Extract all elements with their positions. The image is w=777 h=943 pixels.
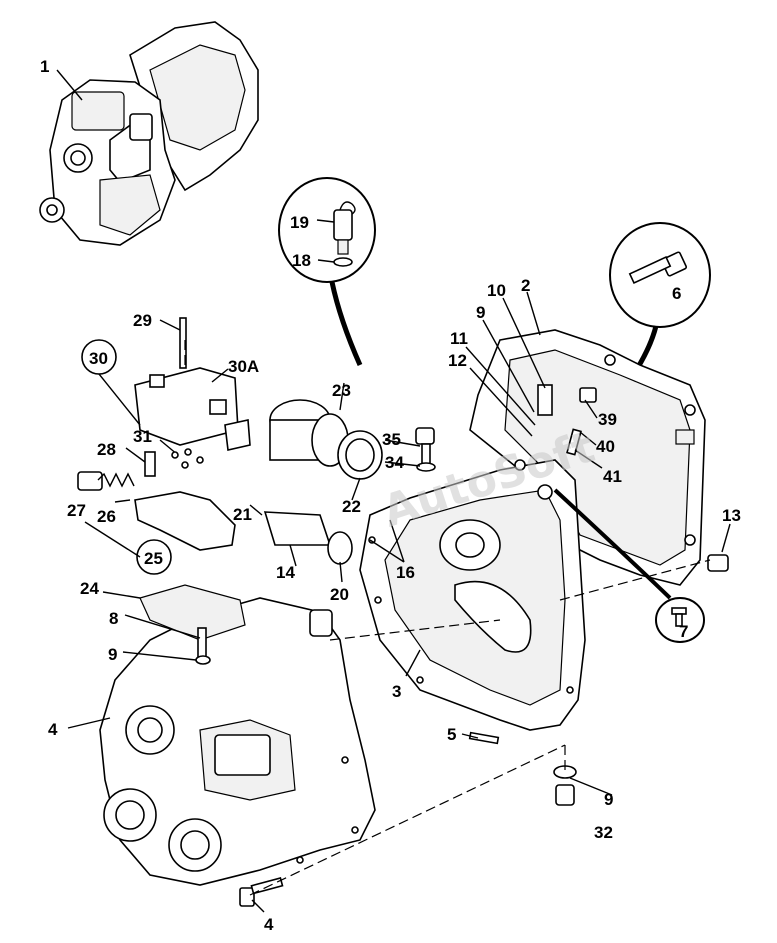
- callout-bolt-bubble: [609, 222, 711, 382]
- label-19: 19: [290, 213, 309, 232]
- label-30A: 30A: [228, 357, 259, 376]
- label-3: 3: [392, 682, 401, 701]
- label-21: 21: [233, 505, 252, 524]
- label-26: 26: [97, 507, 116, 526]
- assembly-lines: [184, 340, 711, 896]
- filter-illustration: [269, 399, 383, 480]
- plate-illustration: [139, 584, 246, 641]
- label-39: 39: [598, 410, 617, 429]
- label-30: 30: [89, 349, 108, 368]
- label-24: 24: [80, 579, 99, 598]
- label-34: 34: [385, 453, 404, 472]
- suction-tube-illustration: [263, 511, 353, 565]
- label-27: 27: [67, 501, 86, 520]
- label-6: 6: [672, 284, 681, 303]
- leader-lines: [56, 69, 731, 913]
- label-4-bolt: 4: [264, 915, 274, 934]
- label-29: 29: [133, 311, 152, 330]
- label-31: 31: [133, 427, 152, 446]
- label-11: 11: [450, 329, 468, 348]
- label-2: 2: [521, 276, 530, 295]
- label-32: 32: [594, 823, 613, 842]
- label-23: 23: [332, 381, 351, 400]
- solenoid-valve-illustration: [134, 317, 251, 451]
- label-25: 25: [144, 549, 163, 568]
- callout-pin-bubble: [553, 488, 705, 643]
- label-14: 14: [276, 563, 295, 582]
- label-7: 7: [679, 622, 688, 641]
- label-41: 41: [603, 467, 622, 486]
- label-8: 8: [109, 609, 118, 628]
- adaptor-plate-illustration: [359, 459, 586, 731]
- label-9-left: 9: [108, 645, 117, 664]
- label-18: 18: [292, 251, 311, 270]
- valve-body-illustration: [77, 471, 236, 551]
- transmission-assembly-illustration: [39, 21, 259, 246]
- gearbox-case-illustration: [99, 597, 376, 886]
- label-40: 40: [596, 437, 615, 456]
- label-9-bottom: 9: [604, 790, 613, 809]
- label-35: 35: [382, 430, 401, 449]
- o-rings-31: [171, 448, 204, 469]
- label-20: 20: [330, 585, 349, 604]
- label-12: 12: [448, 351, 467, 370]
- label-circle-25: [136, 539, 172, 575]
- label-22: 22: [342, 497, 361, 516]
- label-9-top: 9: [476, 303, 485, 322]
- part-labels: 1 2 3 4 4 5 6 7 8 9 9 9 10 11 12 13 14 1…: [40, 57, 741, 934]
- label-10: 10: [487, 281, 506, 300]
- label-16: 16: [396, 563, 415, 582]
- label-5: 5: [447, 725, 456, 744]
- label-1: 1: [40, 57, 49, 76]
- label-13: 13: [722, 506, 741, 525]
- label-28: 28: [97, 440, 116, 459]
- label-4-case: 4: [48, 720, 58, 739]
- callout-sensor-bubble: [278, 177, 376, 367]
